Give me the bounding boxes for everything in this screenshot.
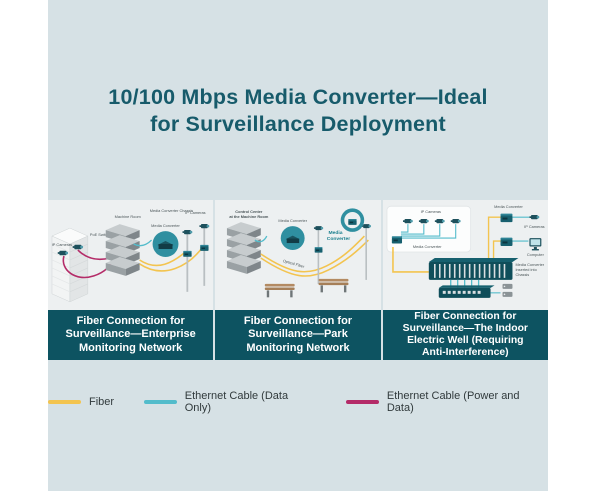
caption-line: Anti-Interference) bbox=[422, 347, 509, 359]
pole-media-converter-icon bbox=[315, 247, 323, 253]
machine-room-rack bbox=[105, 224, 140, 276]
fiber-cables bbox=[391, 216, 501, 273]
enterprise-diagram-svg: IP Cameras PoE Switch Machine Room Media… bbox=[51, 208, 210, 303]
panel-enterprise: IP Cameras PoE Switch Machine Room Media… bbox=[48, 200, 214, 360]
legend-label: Ethernet Cable (Data Only) bbox=[184, 390, 289, 414]
computer-icon bbox=[529, 238, 542, 251]
content-area: 10/100 Mbps Media Converter—Ideal for Su… bbox=[48, 0, 548, 491]
recorder-devices bbox=[502, 283, 513, 297]
caption-line: Surveillance—Park bbox=[248, 328, 348, 341]
ethernet-data-line-swatch bbox=[144, 400, 177, 404]
media-converter-icon bbox=[500, 237, 513, 247]
media-converter-callout bbox=[152, 231, 179, 257]
legend: Fiber Ethernet Cable (Data Only) Etherne… bbox=[48, 390, 548, 414]
ethernet-data-cable bbox=[254, 235, 268, 243]
camera-poles bbox=[317, 224, 368, 284]
park-bench bbox=[318, 278, 349, 293]
control-center-label-1: Control Center bbox=[236, 209, 264, 214]
ip-camera-icon bbox=[182, 229, 193, 235]
office-building bbox=[51, 227, 89, 303]
camera-poles bbox=[186, 224, 206, 292]
indoor-diagram-svg: IP Cameras Media Converter Media Convert… bbox=[386, 204, 545, 298]
park-caption: Fiber Connection for Surveillance—Park M… bbox=[215, 310, 381, 360]
pole-media-converter-icon bbox=[183, 250, 192, 257]
control-center-rack bbox=[227, 222, 262, 274]
panel-park: Control Center at the Machine Room bbox=[215, 200, 381, 360]
ethernet-data-cable bbox=[133, 239, 153, 247]
legend-item-ethernet-power-data: Ethernet Cable (Power and Data) bbox=[346, 390, 548, 414]
media-converter-icon bbox=[391, 236, 402, 244]
media-converter-right-label-2: Converter bbox=[327, 236, 351, 242]
media-converter-label: Media Converter bbox=[279, 218, 308, 223]
park-bench bbox=[265, 283, 296, 298]
indoor-diagram: IP Cameras Media Converter Media Convert… bbox=[382, 200, 548, 310]
ethernet-power-data-line-swatch bbox=[346, 400, 379, 404]
chassis-label-2: Inserted into bbox=[515, 267, 536, 272]
ip-cameras-box-label: IP Cameras bbox=[420, 209, 440, 214]
legend-label: Fiber bbox=[89, 396, 115, 408]
legend-label: Ethernet Cable (Power and Data) bbox=[386, 390, 520, 414]
media-converter-box-label: Media Converter bbox=[413, 244, 442, 249]
legend-item-ethernet-data: Ethernet Cable (Data Only) bbox=[144, 390, 316, 414]
fiber-line-swatch bbox=[48, 400, 81, 404]
park-diagram-svg: Control Center at the Machine Room bbox=[227, 208, 372, 298]
panel-row: IP Cameras PoE Switch Machine Room Media… bbox=[48, 200, 548, 360]
indoor-caption: Fiber Connection for Surveillance—The In… bbox=[382, 310, 548, 360]
ip-camera-icon bbox=[314, 226, 324, 231]
ip-camera-icon bbox=[529, 215, 539, 220]
caption-line: Monitoring Network bbox=[79, 341, 183, 354]
optical-fiber-label: Optical Fiber bbox=[283, 258, 306, 269]
panel-indoor-electric-well: IP Cameras Media Converter Media Convert… bbox=[382, 200, 548, 360]
park-diagram: Control Center at the Machine Room bbox=[215, 200, 381, 310]
caption-line: Surveillance—Enterprise bbox=[65, 328, 196, 341]
caption-line: Surveillance—The Indoor bbox=[402, 322, 528, 334]
fiber-cables bbox=[139, 245, 205, 272]
chassis-label-1: Media Converter bbox=[515, 262, 544, 267]
media-converter-icon bbox=[500, 213, 513, 223]
ip-camera-icon bbox=[199, 224, 210, 229]
caption-line: Fiber Connection for bbox=[76, 314, 185, 327]
fiber-cables bbox=[260, 235, 370, 277]
network-switch bbox=[438, 285, 495, 298]
ethernet-data-cables bbox=[512, 216, 530, 242]
legend-item-fiber: Fiber bbox=[48, 396, 114, 408]
chassis-label: Media Converter Chassis bbox=[150, 208, 194, 213]
page-title: 10/100 Mbps Media Converter—Ideal for Su… bbox=[48, 84, 548, 139]
page-title-line2: for Surveillance Deployment bbox=[150, 112, 446, 137]
control-center-label-2: at the Machine Room bbox=[230, 214, 270, 219]
media-converter-chassis bbox=[428, 257, 519, 280]
media-converter-right-label-1: Media bbox=[329, 230, 343, 236]
caption-line: Fiber Connection for bbox=[243, 314, 353, 327]
ip-camera-group-box bbox=[386, 205, 471, 253]
chassis-label-3: Chassis bbox=[515, 272, 529, 277]
media-converter-top-label: Media Converter bbox=[494, 204, 523, 209]
caption-line: Fiber Connection for bbox=[414, 310, 517, 322]
ip-cameras-right-label: IP Cameras bbox=[185, 210, 205, 215]
enterprise-diagram: IP Cameras PoE Switch Machine Room Media… bbox=[48, 200, 214, 310]
ethernet-data-cables bbox=[400, 224, 456, 239]
enterprise-caption: Fiber Connection for Surveillance—Enterp… bbox=[48, 310, 214, 360]
poe-switch-label: PoE Switch bbox=[90, 232, 110, 237]
caption-line: Electric Well (Requiring bbox=[407, 335, 524, 346]
media-converter-callout bbox=[281, 226, 305, 251]
ethernet-data-cables bbox=[449, 279, 479, 288]
highlight-ring bbox=[341, 208, 365, 232]
page-title-line1: 10/100 Mbps Media Converter—Ideal bbox=[108, 85, 488, 109]
media-converter-label: Media Converter bbox=[151, 223, 180, 228]
computer-label: Computer bbox=[527, 252, 545, 257]
ip-cameras-left-label: IP Cameras bbox=[52, 242, 72, 247]
ip-cameras-right-label: IP Cameras bbox=[524, 224, 544, 229]
pole-media-converter-icon bbox=[200, 244, 209, 251]
caption-line: Monitoring Network bbox=[246, 341, 350, 354]
machine-room-label: Machine Room bbox=[115, 214, 141, 219]
pole-media-converter-icon bbox=[348, 218, 357, 225]
